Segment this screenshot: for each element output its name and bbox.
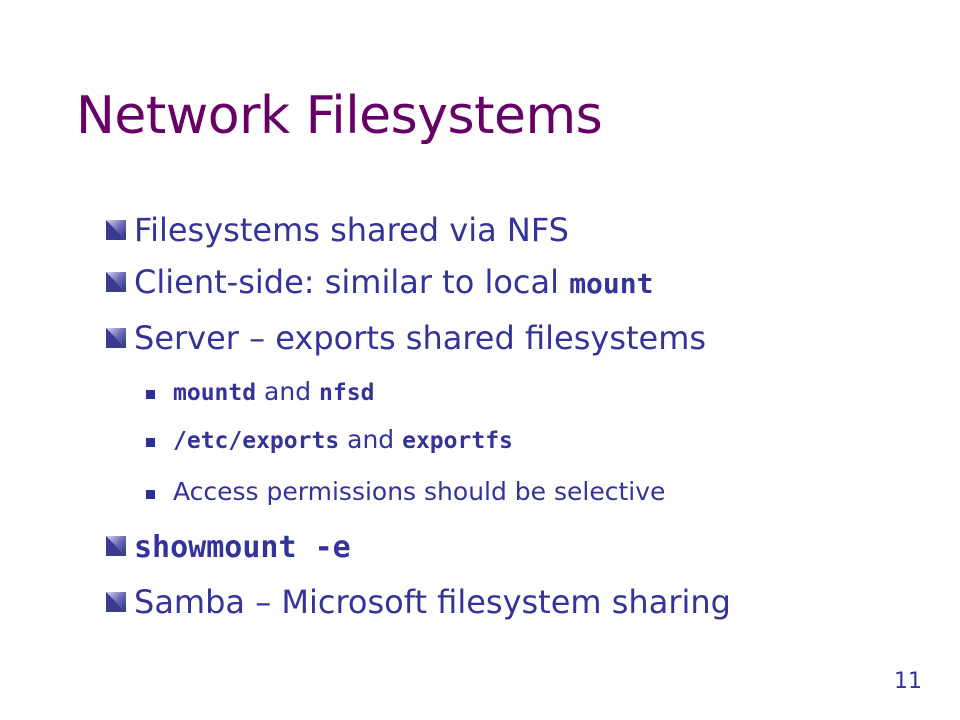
diamond-bullet-icon xyxy=(106,328,126,348)
code-mount: mount xyxy=(569,267,654,300)
sub-bullet-text: Access permissions should be selective xyxy=(173,477,666,506)
code-showmount: showmount -e xyxy=(134,530,351,565)
code-mountd: mountd xyxy=(173,380,257,406)
code-etc-exports: /etc/exports xyxy=(173,428,340,454)
bullet-text: showmount -e xyxy=(134,528,351,566)
square-bullet-icon xyxy=(146,438,155,447)
bullet-text: Filesystems shared via NFS xyxy=(134,211,569,249)
square-bullet-icon xyxy=(146,390,155,399)
sub-bullet-joiner: and xyxy=(339,425,403,454)
bullet-item: Filesystems shared via NFS xyxy=(102,212,569,248)
diamond-bullet-icon xyxy=(106,272,126,292)
bullet-text: Server – exports shared filesystems xyxy=(134,319,707,357)
code-nfsd: nfsd xyxy=(319,380,375,406)
sub-bullet-item: /etc/exports and exportfs xyxy=(146,425,513,456)
bullet-text: Client-side: similar to local mount xyxy=(134,264,653,302)
bullet-text-main: Client-side: similar to local xyxy=(134,263,570,301)
bullet-item: Server – exports shared filesystems xyxy=(102,320,706,356)
bullet-item: showmount -e xyxy=(102,528,351,566)
sub-bullet-text: /etc/exports and exportfs xyxy=(173,425,513,456)
page-number: 11 xyxy=(894,669,922,694)
diamond-bullet-icon xyxy=(106,536,126,556)
code-exportfs: exportfs xyxy=(402,428,513,454)
diamond-bullet-icon xyxy=(106,220,126,240)
bullet-item: Client-side: similar to local mount xyxy=(102,264,653,302)
diamond-bullet-icon xyxy=(106,592,126,612)
sub-bullet-text: mountd and nfsd xyxy=(173,377,374,408)
sub-bullet-item: mountd and nfsd xyxy=(146,377,374,408)
sub-bullet-item: Access permissions should be selective xyxy=(146,477,665,507)
square-bullet-icon xyxy=(146,489,155,499)
bullet-text: Samba – Microsoft filesystem sharing xyxy=(134,583,731,621)
slide-title: Network Filesystems xyxy=(76,86,603,146)
sub-bullet-joiner: and xyxy=(256,377,320,406)
bullet-item: Samba – Microsoft filesystem sharing xyxy=(102,584,731,620)
